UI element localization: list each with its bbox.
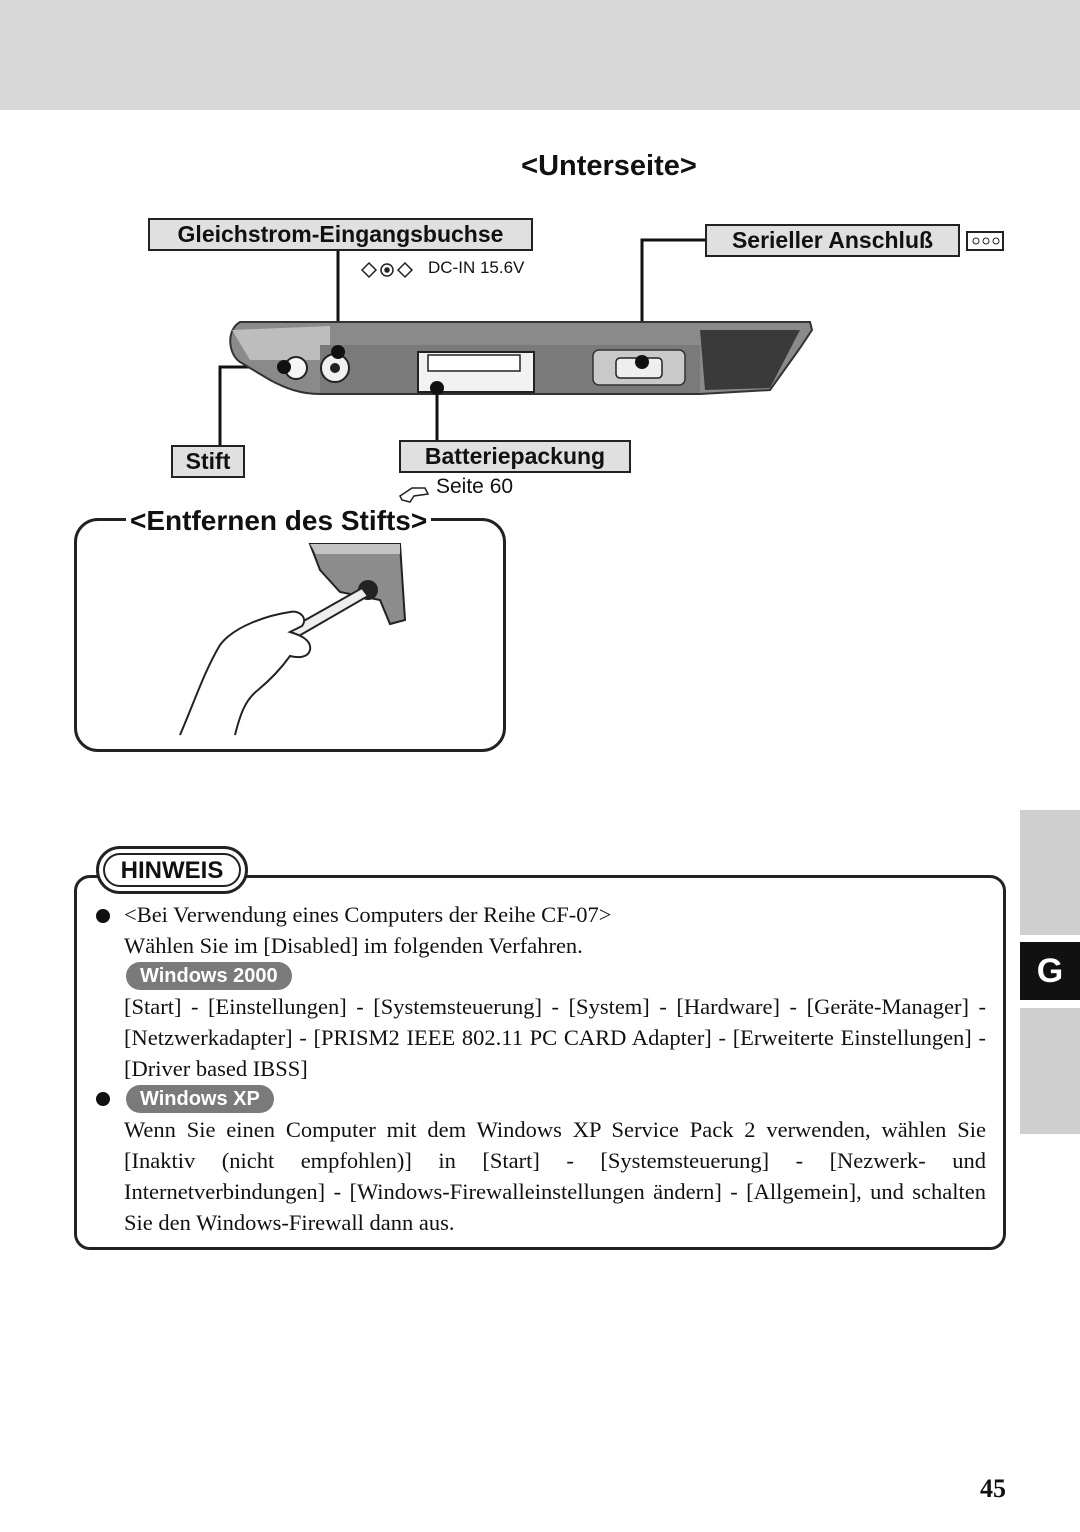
page-number: 45 [980, 1474, 1006, 1503]
bullet-icon [96, 1092, 110, 1106]
note-item1-line2: Wählen Sie im [Disabled] im folgenden Ve… [124, 933, 583, 958]
note-item1-line1: <Bei Verwendung eines Computers der Reih… [124, 902, 612, 927]
note-heading: HINWEIS [103, 853, 241, 887]
section-title-entfernen: <Entfernen des Stifts> [126, 505, 432, 537]
windows-xp-badge: Windows XP [126, 1085, 274, 1113]
page-reference: Seite 60 [436, 475, 514, 498]
label-serial-port: Serieller Anschluß [705, 224, 960, 257]
side-tab-upper [1020, 810, 1080, 935]
page-reference-icon [399, 487, 430, 503]
section-title-unterseite: <Unterseite> [521, 150, 697, 182]
windows-2000-badge: Windows 2000 [126, 962, 292, 990]
note-heading-badge: HINWEIS [96, 846, 248, 894]
side-tab-lower [1020, 1008, 1080, 1134]
dc-polarity-icon [360, 261, 414, 279]
note-win2000-text: [Start] - [Einstellungen] - [Systemsteue… [124, 994, 986, 1081]
header-band [0, 0, 1080, 110]
label-dc-jack: Gleichstrom-Eingangsbuchse [148, 218, 533, 251]
side-tab-active: G [1020, 942, 1080, 1000]
stylus-removal-illustration [179, 543, 407, 736]
bullet-icon [96, 909, 110, 923]
label-battery: Batteriepackung [399, 440, 631, 473]
label-stylus: Stift [171, 445, 245, 478]
note-frame [74, 875, 1006, 1250]
dc-in-rating: DC-IN 15.6V [428, 258, 525, 277]
serial-port-icon [966, 231, 1004, 251]
note-winxp-text: Wenn Sie einen Computer mit dem Windows … [124, 1117, 986, 1235]
laptop-bottom-diagram [218, 231, 1004, 503]
